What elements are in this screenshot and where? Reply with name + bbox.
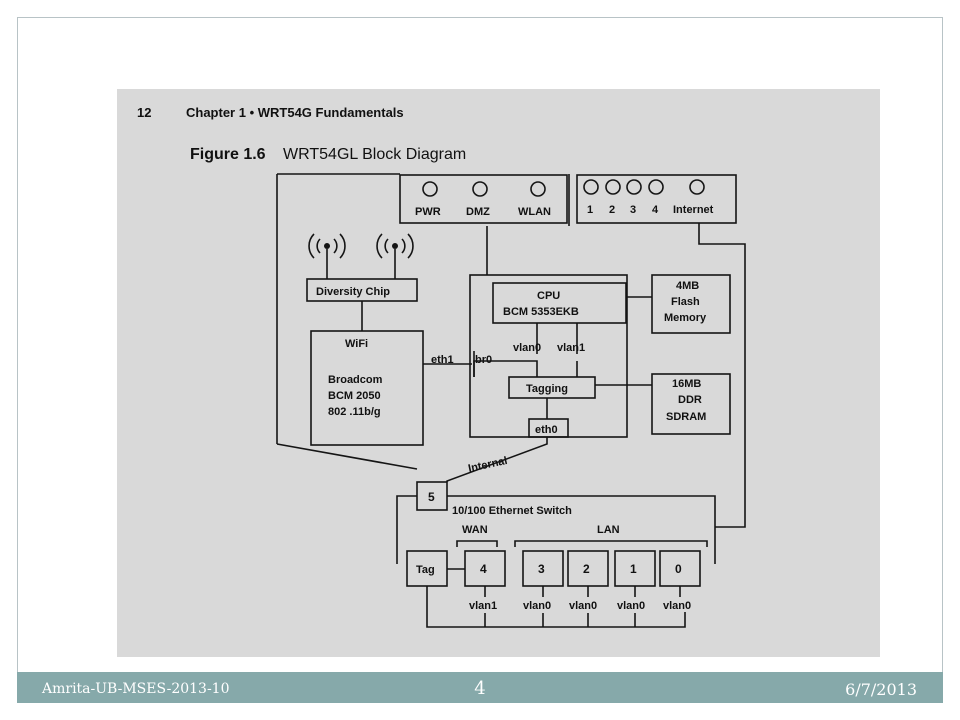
sdram-line2: DDR: [678, 394, 702, 406]
cpu-vlan1-label: vlan1: [557, 342, 585, 354]
cpu-line2: BCM 5353EKB: [503, 306, 579, 318]
flash-line2: Flash: [671, 296, 700, 308]
port-4-label: 4: [480, 562, 487, 576]
led-pwr-icon: [422, 181, 438, 197]
sdram-box: [651, 373, 731, 435]
eth1-label: eth1: [431, 354, 454, 366]
block-diagram: 12 Chapter 1 • WRT54G Fundamentals Figur…: [137, 105, 746, 628]
footer-slide-number: 4: [474, 678, 486, 699]
tag-label: Tag: [416, 564, 435, 576]
antenna-left-icon: [308, 233, 346, 279]
lan-label: LAN: [597, 524, 620, 536]
footer-date: 6/7/2013: [845, 680, 917, 699]
led-panel-right: [576, 174, 737, 224]
flash-box: [651, 274, 731, 334]
led-port4-icon: [648, 179, 664, 195]
led-label-4: 4: [652, 204, 659, 216]
port-4-vlan: vlan1: [469, 600, 497, 612]
led-internet-icon: [689, 179, 705, 195]
led-label-wlan: WLAN: [518, 206, 551, 218]
tagging-box: [508, 376, 596, 399]
header-page-number: 12: [137, 105, 151, 120]
footer-course-code: Amrita-UB-MSES-2013-10: [42, 681, 230, 697]
sdram-line3: SDRAM: [666, 411, 706, 423]
led-label-pwr: PWR: [415, 206, 441, 218]
eth0-box: [528, 418, 569, 438]
scanned-figure: 12 Chapter 1 • WRT54G Fundamentals Figur…: [117, 89, 880, 657]
wifi-box: [310, 330, 424, 446]
wifi-line1: Broadcom: [328, 374, 383, 386]
internal-label: Internal: [467, 455, 508, 475]
led-port2-icon: [605, 179, 621, 195]
port-2-label: 2: [583, 562, 590, 576]
wan-label: WAN: [462, 524, 488, 536]
cpu-line1: CPU: [537, 290, 560, 302]
port-3-label: 3: [538, 562, 545, 576]
cpu-vlan0-label: vlan0: [513, 342, 541, 354]
port-1-vlan: vlan0: [617, 600, 645, 612]
port-1-label: 1: [630, 562, 637, 576]
figure-title: WRT54GL Block Diagram: [283, 146, 466, 163]
antenna-right-icon: [376, 233, 414, 279]
cpu-box: [492, 282, 627, 324]
diversity-chip-label: Diversity Chip: [316, 286, 390, 298]
flash-line3: Memory: [664, 312, 707, 324]
wifi-title: WiFi: [345, 338, 368, 350]
led-port1-icon: [583, 179, 599, 195]
led-label-dmz: DMZ: [466, 206, 490, 218]
led-label-2: 2: [609, 204, 615, 216]
led-label-3: 3: [630, 204, 636, 216]
sdram-line1: 16MB: [672, 378, 701, 390]
port5-label: 5: [428, 490, 435, 504]
wifi-line2: BCM 2050: [328, 390, 381, 402]
led-label-1: 1: [587, 204, 593, 216]
figure-label: Figure 1.6: [190, 146, 266, 163]
led-panel-left: [399, 174, 568, 224]
footer-bar: [17, 672, 943, 703]
header-chapter: Chapter 1 • WRT54G Fundamentals: [186, 105, 404, 120]
led-dmz-icon: [472, 181, 488, 197]
port-0-vlan: vlan0: [663, 600, 691, 612]
wifi-line3: 802 .11b/g: [328, 406, 381, 418]
port-0-label: 0: [675, 562, 682, 576]
switch-title: 10/100 Ethernet Switch: [452, 505, 572, 517]
switch-outline: [447, 495, 716, 564]
led-wlan-icon: [530, 181, 546, 197]
led-port3-icon: [626, 179, 642, 195]
led-label-internet: Internet: [673, 204, 714, 216]
flash-line1: 4MB: [676, 280, 699, 292]
br0-label: br0: [475, 354, 492, 366]
port-2-vlan: vlan0: [569, 600, 597, 612]
tagging-label: Tagging: [526, 383, 568, 395]
port-3-vlan: vlan0: [523, 600, 551, 612]
eth0-label: eth0: [535, 424, 558, 436]
